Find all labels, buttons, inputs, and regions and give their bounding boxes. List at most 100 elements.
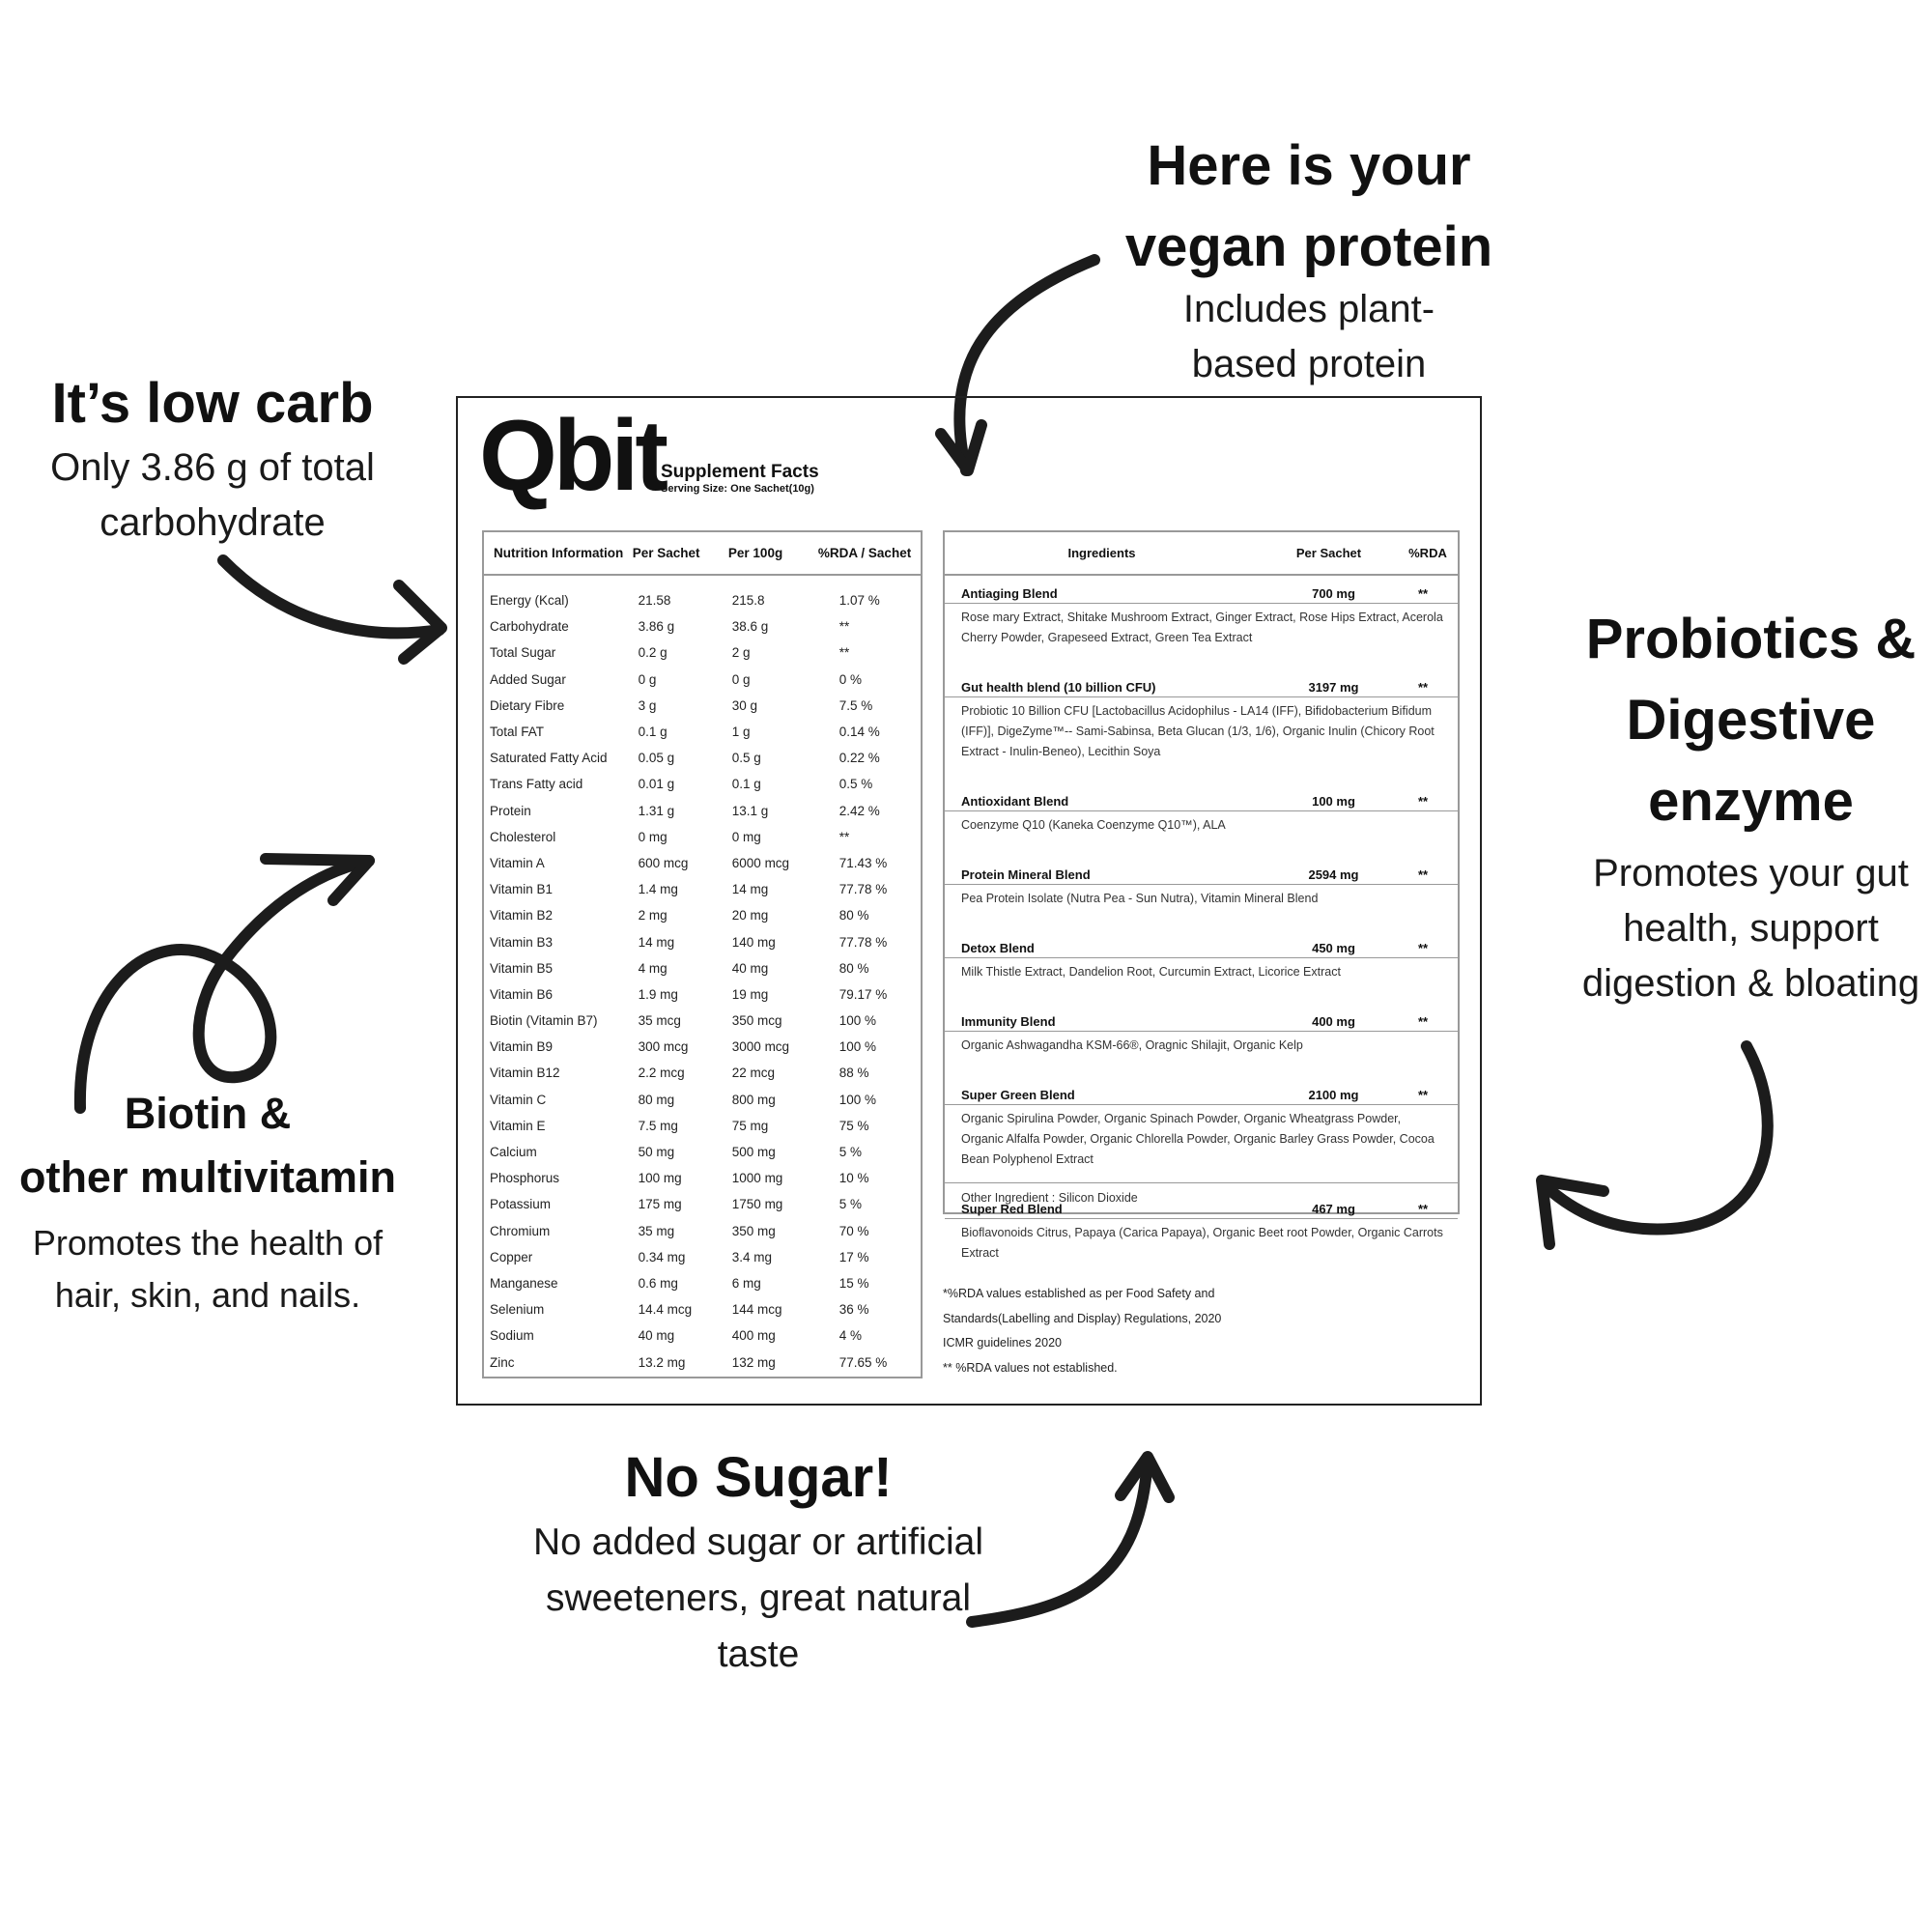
rda-percent: 0.5 %: [838, 777, 873, 792]
column-header: Ingredients: [1067, 546, 1136, 560]
per-sachet: 1.9 mg: [638, 986, 678, 1002]
rda-percent: 17 %: [838, 1249, 869, 1264]
nutrient-name: Vitamin B5: [490, 960, 554, 976]
blend-description: Rose mary Extract, Shitake Mushroom Extr…: [961, 611, 1443, 644]
other-ingredient: Other Ingredient : Silicon Dioxide: [945, 1182, 1458, 1212]
blend-name: Antioxidant Blend: [961, 794, 1069, 809]
sub-line: hair, skin, and nails.: [54, 1275, 361, 1315]
per-100g: 350 mcg: [731, 1013, 782, 1029]
rda-percent: 10 %: [838, 1171, 869, 1186]
blend-name: Detox Blend: [961, 941, 1035, 955]
sub-line: taste: [717, 1634, 800, 1675]
callout-biotin: Biotin &other multivitamin Promotes the …: [0, 1082, 415, 1321]
title-line: Biotin &: [124, 1089, 292, 1138]
rda-percent: 4 %: [838, 1328, 863, 1344]
blend-amount: 400 mg: [1312, 1014, 1355, 1029]
per-sachet: 0.1 g: [638, 724, 668, 740]
callout-title: It’s low carb: [51, 372, 374, 435]
blend-amount: 2100 mg: [1308, 1088, 1359, 1102]
footnote: *%RDA values established as per Food Saf…: [943, 1287, 1215, 1300]
per-sachet: 40 mg: [638, 1328, 675, 1344]
column-header: Per Sachet: [632, 546, 700, 560]
per-100g: 19 mg: [731, 986, 769, 1002]
ingredients-table: Ingredients Per Sachet %RDA Antiaging Bl…: [943, 530, 1460, 1260]
nutrient-name: Calcium: [490, 1145, 537, 1160]
per-100g: 350 mg: [731, 1223, 776, 1238]
blend-rda: **: [1417, 1202, 1429, 1216]
footnotes: *%RDA values established as per Food Saf…: [943, 1282, 1221, 1380]
rda-percent: 80 %: [838, 960, 869, 976]
rda-percent: 88 %: [838, 1065, 869, 1081]
per-100g: 132 mg: [731, 1354, 776, 1370]
per-sachet: 0 g: [638, 671, 657, 687]
nutrient-name: Energy (Kcal): [490, 593, 569, 609]
per-100g: 215.8: [731, 593, 765, 609]
per-100g: 30 g: [731, 697, 758, 713]
per-sachet: 35 mg: [638, 1223, 675, 1238]
per-100g: 75 mg: [731, 1118, 769, 1133]
nutrient-name: Vitamin E: [490, 1118, 546, 1133]
rda-percent: **: [838, 619, 850, 635]
rda-percent: 7.5 %: [838, 697, 873, 713]
per-100g: 144 mcg: [731, 1302, 782, 1318]
blend-name: Protein Mineral Blend: [961, 867, 1091, 882]
per-100g: 0.5 g: [731, 751, 761, 766]
callout-title: No Sugar!: [624, 1446, 893, 1509]
footnote: Standards(Labelling and Display) Regulat…: [943, 1311, 1222, 1325]
blend-name: Immunity Blend: [961, 1014, 1056, 1029]
column-header: Per 100g: [727, 546, 783, 560]
nutrient-name: Vitamin C: [490, 1092, 547, 1107]
rda-percent: 15 %: [838, 1275, 869, 1291]
sub-line: digestion & bloating: [1581, 962, 1920, 1005]
nutrient-name: Vitamin A: [490, 855, 545, 870]
blend-rda: **: [1417, 680, 1429, 695]
nutrient-name: Vitamin B6: [490, 986, 554, 1002]
sub-line: health, support: [1623, 907, 1879, 950]
per-100g: 0.1 g: [731, 777, 761, 792]
per-sachet: 1.31 g: [638, 803, 675, 818]
per-100g: 6000 mcg: [731, 855, 790, 870]
per-100g: 40 mg: [731, 960, 769, 976]
title-line: Digestive: [1626, 689, 1876, 752]
blend-amount: 3197 mg: [1308, 680, 1359, 695]
rda-percent: 79.17 %: [838, 986, 888, 1002]
loop-arrow-icon: [73, 853, 375, 1114]
brand-logo: Qbit: [479, 400, 668, 512]
per-sachet: 13.2 mg: [638, 1354, 686, 1370]
nutrient-name: Selenium: [490, 1302, 545, 1318]
per-sachet: 0 mg: [638, 829, 668, 844]
per-sachet: 0.01 g: [638, 777, 675, 792]
nutrient-name: Vitamin B3: [490, 934, 554, 950]
blend-rda: **: [1417, 794, 1429, 809]
title-line: Here is your: [1147, 134, 1471, 197]
nutrition-row: Vitamin B6 1.9 mg 19 mg 79.17 %: [484, 981, 921, 1008]
blend-rda: **: [1417, 867, 1429, 882]
per-100g: 6 mg: [731, 1275, 761, 1291]
per-sachet: 0.6 mg: [638, 1275, 678, 1291]
rda-percent: 36 %: [838, 1302, 869, 1318]
supplement-facts-label: Qbit Supplement Facts Serving Size: One …: [456, 396, 1482, 1406]
nutrient-name: Manganese: [490, 1275, 558, 1291]
sub-line: carbohydrate: [99, 501, 326, 544]
per-100g: 22 mcg: [731, 1065, 776, 1081]
per-sachet: 0.34 mg: [638, 1249, 686, 1264]
per-100g: 1000 mg: [731, 1171, 783, 1186]
nutrient-name: Carbohydrate: [490, 619, 569, 635]
